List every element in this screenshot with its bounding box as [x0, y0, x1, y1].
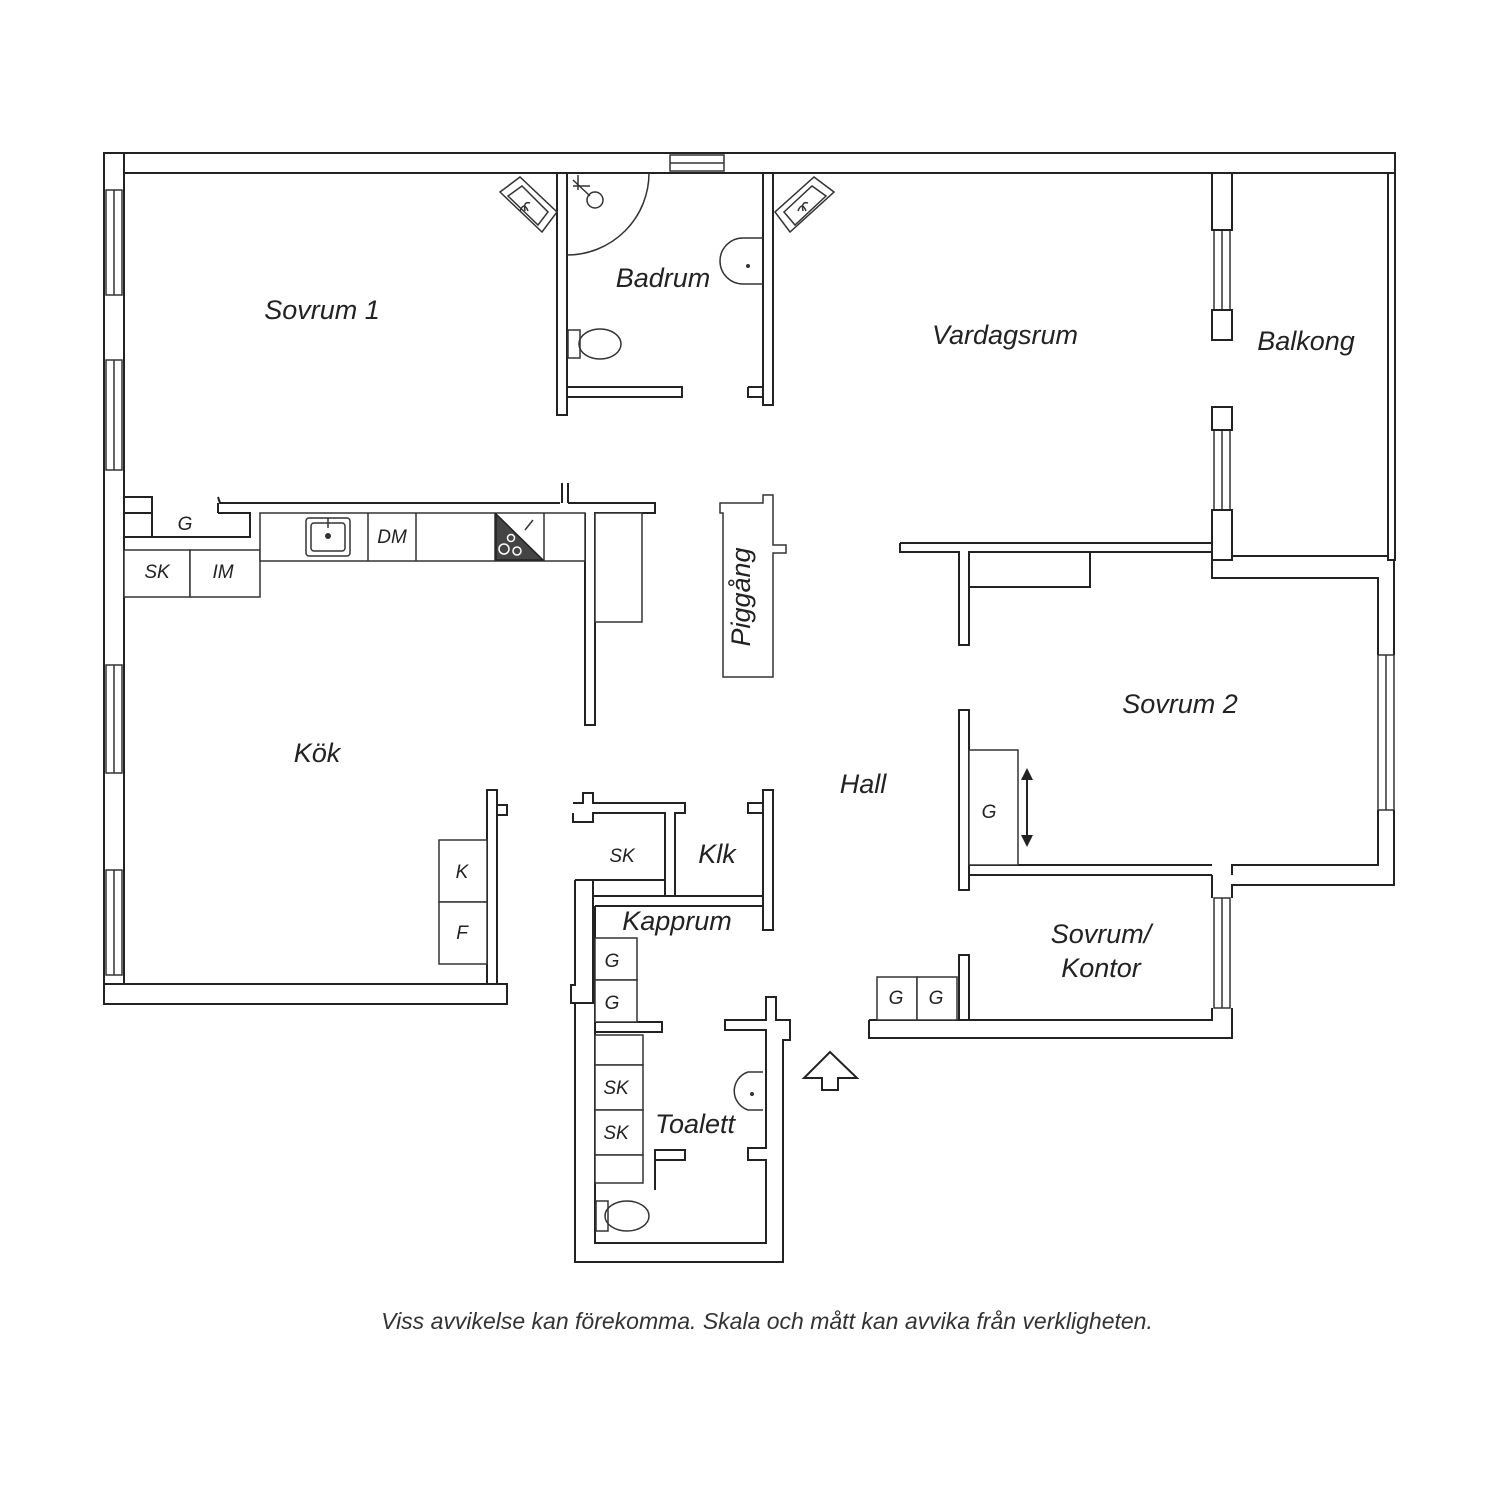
closets	[594, 749, 1019, 1184]
label-piggang: Piggång	[726, 547, 756, 646]
sink-icon	[305, 517, 351, 557]
fixture-g-kontor-2: G	[929, 988, 944, 1009]
fixture-sk-hall: SK	[609, 846, 636, 867]
fixture-k-kitchen: K	[456, 862, 470, 883]
windows	[105, 154, 1395, 1009]
interior-walls	[124, 172, 1395, 1263]
label-balkong: Balkong	[1257, 326, 1355, 356]
fixture-sk-toalett-1: SK	[603, 1078, 630, 1099]
kitchen-cabinets	[123, 512, 643, 965]
label-vardagsrum: Vardagsrum	[932, 320, 1078, 350]
fixture-labels: G SK IM DM K F G SK G G G G SK SK	[144, 514, 996, 1144]
label-sovrum-1: Sovrum 1	[264, 295, 380, 325]
label-toalett: Toalett	[655, 1109, 737, 1139]
stove-icon	[495, 512, 545, 561]
label-kok: Kök	[294, 738, 342, 768]
label-badrum: Badrum	[616, 263, 711, 293]
fixture-g-kapprum-2: G	[605, 993, 620, 1014]
label-klk: Klk	[698, 839, 737, 869]
fixture-g-kitchen: G	[178, 514, 193, 535]
toilet-icon	[567, 328, 650, 1232]
fixture-sk-kitchen: SK	[144, 562, 171, 583]
label-sovrum-kontor-1: Sovrum/	[1051, 919, 1154, 949]
fixture-f-kitchen: F	[456, 923, 469, 944]
fixture-sk-toalett-2: SK	[603, 1123, 630, 1144]
fireplace-icon	[498, 176, 836, 234]
disclaimer-text: Viss avvikelse kan förekomma. Skala och …	[381, 1308, 1153, 1334]
entrance-arrow-icon	[801, 1050, 860, 1091]
label-kapprum: Kapprum	[622, 906, 732, 936]
label-sovrum-2: Sovrum 2	[1122, 689, 1238, 719]
room-labels: Sovrum 1 Badrum Vardagsrum Balkong Kök P…	[264, 263, 1355, 1139]
sliding-door-arrow-icon	[1021, 768, 1033, 847]
fixture-g-kapprum-1: G	[605, 951, 620, 972]
fixture-im-kitchen: IM	[212, 562, 233, 583]
fixture-dm-kitchen: DM	[377, 527, 407, 548]
label-hall: Hall	[840, 769, 888, 799]
shower-icon	[566, 172, 650, 256]
label-sovrum-kontor-2: Kontor	[1061, 953, 1142, 983]
fixture-g-kontor-1: G	[889, 988, 904, 1009]
washbasin-icon	[719, 237, 763, 1111]
fixture-g-sovrum2: G	[982, 802, 997, 823]
